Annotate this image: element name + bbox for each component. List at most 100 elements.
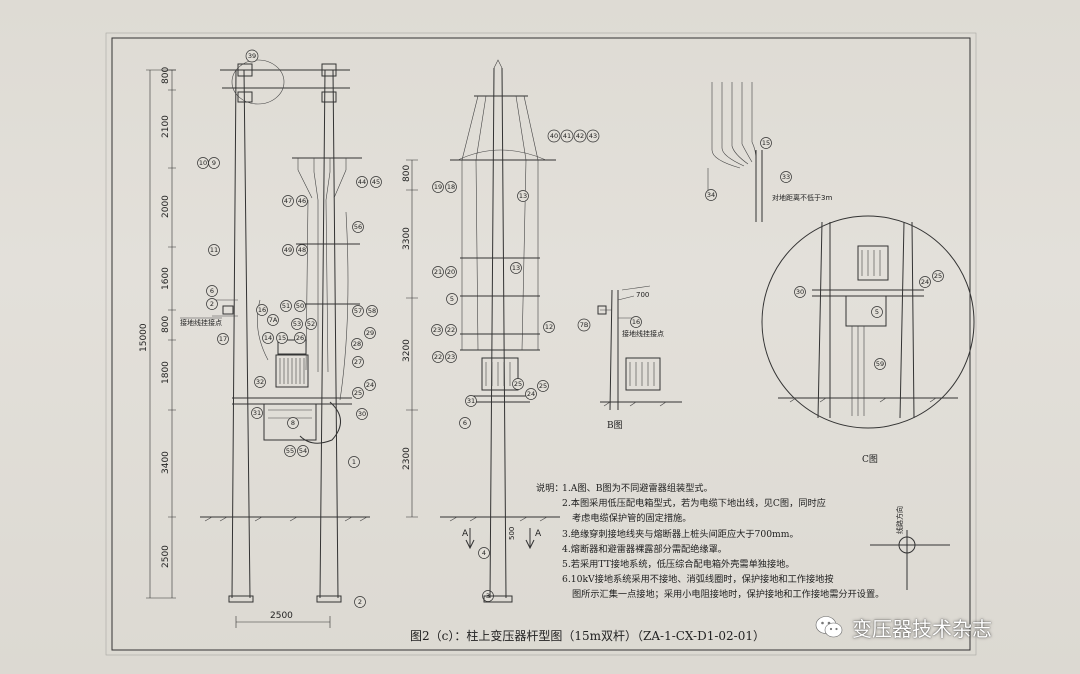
- part-balloon: 32: [254, 376, 266, 388]
- note-line: 图所示汇集一点接地；采用小电阻接地时，保护接地和工作接地需分开设置。: [572, 589, 885, 601]
- notes-title: 说明：: [536, 483, 564, 494]
- dim-overall-15000: 15000: [139, 323, 149, 352]
- svg-text:20: 20: [447, 268, 455, 276]
- svg-text:58: 58: [368, 307, 376, 315]
- view-b-label: B图: [607, 420, 623, 431]
- label-grounding-point-a: 接地线挂接点: [180, 318, 222, 327]
- part-balloon: 33: [780, 171, 792, 183]
- svg-text:39: 39: [248, 52, 256, 60]
- svg-text:2: 2: [358, 598, 362, 606]
- svg-text:5: 5: [875, 308, 879, 316]
- part-balloon: 7A: [267, 314, 279, 326]
- elevation-double-pole: [200, 59, 370, 603]
- svg-text:12: 12: [545, 323, 553, 331]
- note-line: 2.本图采用低压配电箱型式，若为电缆下地出线，见C图，同时应: [562, 498, 826, 510]
- part-balloon: 25: [932, 270, 944, 282]
- svg-text:16: 16: [258, 306, 266, 314]
- watermark-text: 变压器技术杂志: [852, 616, 992, 641]
- part-balloon: 13: [517, 190, 529, 202]
- part-balloon: 15: [760, 137, 772, 149]
- dim-500-label: 500: [508, 527, 516, 540]
- part-balloon: 47: [282, 195, 294, 207]
- svg-text:23: 23: [433, 326, 441, 334]
- section-a-right: A: [535, 529, 542, 539]
- part-balloon: 59: [874, 358, 886, 370]
- svg-text:26: 26: [296, 334, 304, 342]
- dim-1800: 1800: [161, 361, 171, 384]
- note-line: 6.10kV接地系统采用不接地、消弧线圈时，保护接地和工作接地按: [562, 574, 834, 586]
- cable-detail: [707, 82, 763, 222]
- dim-2000: 2000: [161, 195, 171, 218]
- dim-800-top: 800: [161, 67, 171, 84]
- svg-text:40: 40: [550, 132, 558, 140]
- right-dimension-chain: 800 3300 3200 2300: [402, 159, 418, 518]
- svg-text:25: 25: [514, 380, 522, 388]
- svg-text:41: 41: [563, 132, 571, 140]
- part-balloon: 5: [871, 306, 883, 318]
- part-balloon: 16: [256, 304, 268, 316]
- svg-text:22: 22: [447, 326, 455, 334]
- dim-side-800: 800: [402, 165, 412, 182]
- part-balloon: 43: [586, 129, 600, 143]
- svg-text:22: 22: [434, 353, 442, 361]
- svg-text:21: 21: [434, 268, 442, 276]
- svg-text:15: 15: [762, 139, 770, 147]
- note-line: 考虑电缆保护管的固定措施。: [572, 513, 692, 525]
- svg-text:13: 13: [519, 192, 527, 200]
- detail-view-c: [761, 215, 975, 429]
- part-balloon: 20: [445, 266, 457, 278]
- svg-text:32: 32: [256, 378, 264, 386]
- svg-text:44: 44: [358, 178, 366, 186]
- part-balloon: 46: [296, 195, 308, 207]
- svg-text:16: 16: [632, 318, 640, 326]
- svg-text:11: 11: [210, 246, 218, 254]
- part-balloon: 56: [352, 221, 364, 233]
- svg-text:34: 34: [707, 191, 715, 199]
- svg-text:25: 25: [934, 272, 942, 280]
- svg-text:59: 59: [876, 360, 884, 368]
- svg-text:8: 8: [291, 419, 295, 427]
- part-balloon: 53: [291, 318, 303, 330]
- svg-text:30: 30: [358, 410, 366, 418]
- part-balloon: 11: [208, 244, 220, 256]
- part-balloon: 28: [351, 338, 363, 350]
- svg-text:31: 31: [253, 409, 261, 417]
- part-balloon: 25: [352, 387, 364, 399]
- dim-700-label: 700: [636, 291, 649, 299]
- svg-text:24: 24: [527, 390, 535, 398]
- part-balloon: 15: [276, 332, 288, 344]
- part-balloon: 54: [297, 445, 309, 457]
- svg-text:9: 9: [212, 159, 216, 167]
- line-direction-label: 线路方向: [895, 506, 904, 534]
- svg-text:55: 55: [286, 447, 294, 455]
- note-line: 1.A图、B图为不同避雷器组装型式。: [562, 483, 713, 494]
- svg-text:31: 31: [467, 397, 475, 405]
- notes-block: 说明： 1.A图、B图为不同避雷器组装型式。 2.本图采用低压配电箱型式，若为电…: [536, 481, 885, 603]
- part-balloon: 58: [366, 305, 378, 317]
- dim-2100: 2100: [161, 115, 171, 138]
- svg-text:25: 25: [539, 382, 547, 390]
- cable-distance-note: 对地距离不低于3m: [772, 193, 832, 202]
- part-balloon: 24: [525, 388, 537, 400]
- part-balloon: 48: [296, 244, 308, 256]
- part-balloon: 12: [543, 321, 555, 333]
- wechat-icon: [815, 616, 843, 638]
- svg-text:14: 14: [264, 334, 272, 342]
- balloons-cable: 15 33 34: [705, 137, 792, 201]
- part-balloon: 23: [431, 324, 443, 336]
- svg-text:53: 53: [293, 320, 301, 328]
- part-balloon: 24: [919, 276, 931, 288]
- part-balloon: 41: [560, 129, 574, 143]
- note-line: 3.绝缘穿刺接地线夹与熔断器上桩头间距应大于700mm。: [562, 528, 799, 540]
- part-balloon: 40: [547, 129, 561, 143]
- svg-text:49: 49: [284, 246, 292, 254]
- part-balloon: 2: [354, 596, 366, 608]
- part-balloon: 51: [280, 300, 292, 312]
- part-balloon: 31: [465, 395, 477, 407]
- part-balloon: 30: [356, 408, 368, 420]
- part-balloon: 39: [245, 49, 259, 63]
- svg-text:43: 43: [589, 132, 597, 140]
- part-balloon: 22: [445, 324, 457, 336]
